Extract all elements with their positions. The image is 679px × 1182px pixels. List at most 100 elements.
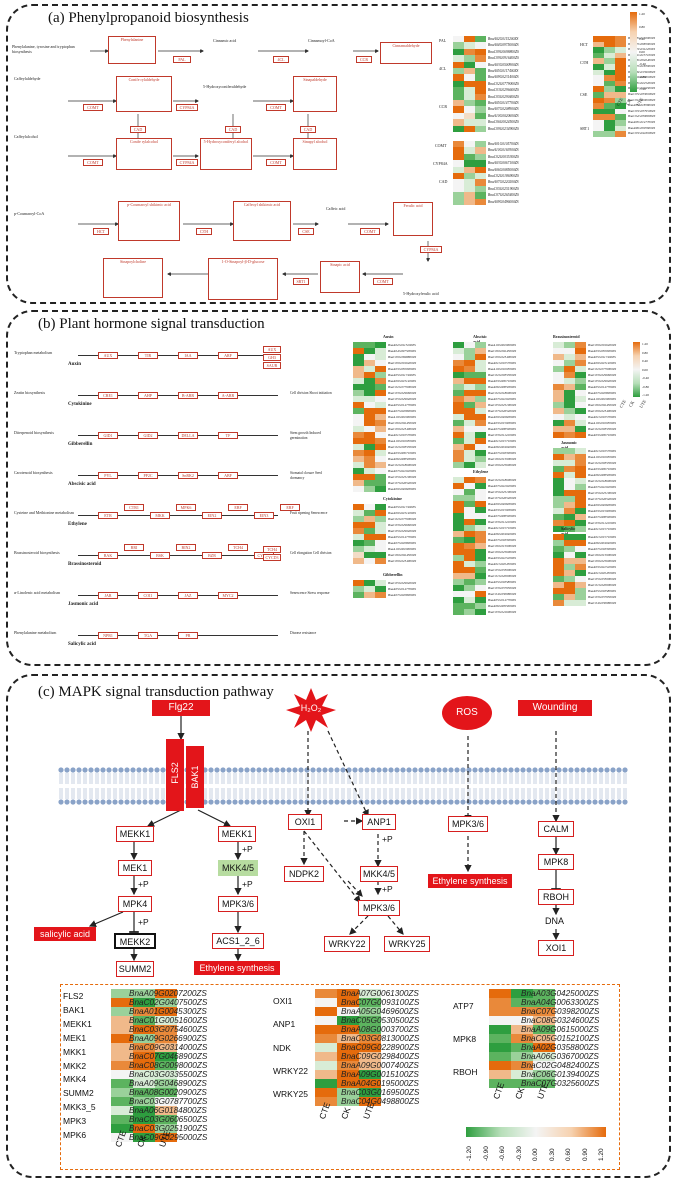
heat-cell [553, 414, 564, 420]
gene-label: BnaC05G0330000ZS [488, 568, 517, 572]
gene-label: BnaC03G0112200ZS [488, 520, 516, 524]
heat-cell [553, 472, 564, 478]
heat-cell [359, 1052, 381, 1061]
gene-label: BnaA05G0117400ZS [388, 373, 416, 377]
gene-label: BnaC09G0234900ZS [388, 559, 417, 563]
heat-cell [375, 534, 386, 540]
heatmap-group-label: MEK1 [63, 1032, 87, 1043]
heat-cell [453, 87, 464, 94]
heat-cell [489, 998, 511, 1007]
heat-cell [337, 1088, 359, 1097]
heat-cell [375, 504, 386, 510]
pathway-node: DELLA [178, 432, 198, 439]
heat-cell [564, 496, 575, 502]
heat-cell [575, 384, 586, 390]
heat-cell [464, 173, 475, 180]
heat-cell [111, 1070, 133, 1079]
heat-cell [353, 342, 364, 348]
heat-cell [564, 600, 575, 606]
gene-label: BnaC02G0407500ZS [129, 998, 208, 1007]
heat-cell [475, 573, 486, 579]
heat-cell [464, 354, 475, 360]
heat-cell [353, 456, 364, 462]
pathway-hormone: Brassinosteroid [68, 562, 102, 567]
heat-cell [575, 594, 586, 600]
heat-cell [615, 86, 626, 92]
gene-label: BnaA06G0095600ZS [628, 125, 656, 130]
heat-cell [464, 372, 475, 378]
heat-cell [475, 414, 486, 420]
heat-cell [453, 591, 464, 597]
heat-cell [111, 1007, 133, 1016]
heat-cell [464, 591, 475, 597]
heat-cell [593, 125, 604, 132]
heat-cell [375, 462, 386, 468]
heat-cell [564, 558, 575, 564]
heat-cell [575, 564, 586, 570]
legend-tick: -0.80 [642, 384, 650, 389]
heat-cell [464, 396, 475, 402]
gene-label: BnaC03G0606500ZS [129, 1115, 208, 1124]
heat-cell [575, 448, 586, 454]
heat-cell [604, 47, 615, 53]
gene-label: BnaA07G0085900ZS [628, 41, 656, 46]
heat-cell [353, 420, 364, 426]
membrane [58, 766, 628, 806]
heat-cell [364, 580, 375, 586]
heat-cell [133, 1025, 155, 1034]
heat-cell [475, 36, 486, 43]
gene-label: BnaA09G0207200ZS [129, 989, 207, 998]
heat-cell [111, 1088, 133, 1097]
enz-comt-2: COMT [266, 104, 286, 111]
heat-cell [604, 86, 615, 92]
gene-label: BnaA09G0468900ZS [129, 1079, 207, 1088]
heat-cell [155, 1115, 177, 1124]
heat-cell [533, 1052, 555, 1061]
heat-cell [593, 41, 604, 48]
heatmap-group-label: MKK3_5 [63, 1102, 96, 1113]
heat-cell [464, 147, 475, 154]
heat-cell [564, 454, 575, 460]
pathway-node: CRE1 [98, 392, 118, 399]
heat-cell [111, 1025, 133, 1034]
legend-tick: -0.90 [482, 1146, 490, 1161]
heat-cell [133, 1079, 155, 1088]
node-sinapoyl-glucose: 1-O-Sinapoyl-β-D-glucose [208, 258, 278, 300]
heat-cell [453, 501, 464, 507]
heat-cell [475, 609, 486, 615]
pathway-target: GH3 [263, 354, 281, 361]
gene-label: BnaC02G0186900ZS [388, 463, 417, 467]
heat-cell [353, 390, 364, 396]
heat-cell [533, 1079, 555, 1088]
node-mpk4: MPK4 [118, 896, 152, 912]
gene-label: BnaC03G0787700ZS [129, 1097, 208, 1106]
heat-cell [604, 64, 615, 70]
heatmap-group-label: MKK1 [63, 1046, 87, 1057]
heat-cell [475, 342, 486, 348]
heat-cell [575, 414, 586, 420]
legend-tick: 0.00 [639, 49, 645, 54]
legend-tick: 0.80 [639, 24, 645, 29]
heat-cell [553, 526, 564, 532]
heat-cell [475, 390, 486, 396]
heat-cell [475, 567, 486, 573]
heat-cell [315, 1061, 337, 1070]
pathway-node: BZR [202, 552, 222, 559]
pathway-node: GID2 [138, 432, 158, 439]
heat-cell [133, 1097, 155, 1106]
heat-cell [464, 192, 475, 199]
heat-cell [353, 402, 364, 408]
gene-label: BnaA10G0020600ZS [388, 415, 417, 419]
heat-cell [564, 414, 575, 420]
heat-cell [464, 426, 475, 432]
heat-cell [464, 384, 475, 390]
node-wrky25: WRKY25 [384, 936, 430, 952]
heat-cell [375, 540, 386, 546]
heat-cell [375, 558, 386, 564]
gene-label: BnaA05G0147700ZS [628, 120, 656, 124]
heat-cell [553, 564, 564, 570]
pathway-node: TGA [138, 632, 158, 639]
node-anp1: ANP1 [362, 814, 396, 830]
heat-cell [564, 490, 575, 496]
heat-cell [475, 360, 486, 366]
